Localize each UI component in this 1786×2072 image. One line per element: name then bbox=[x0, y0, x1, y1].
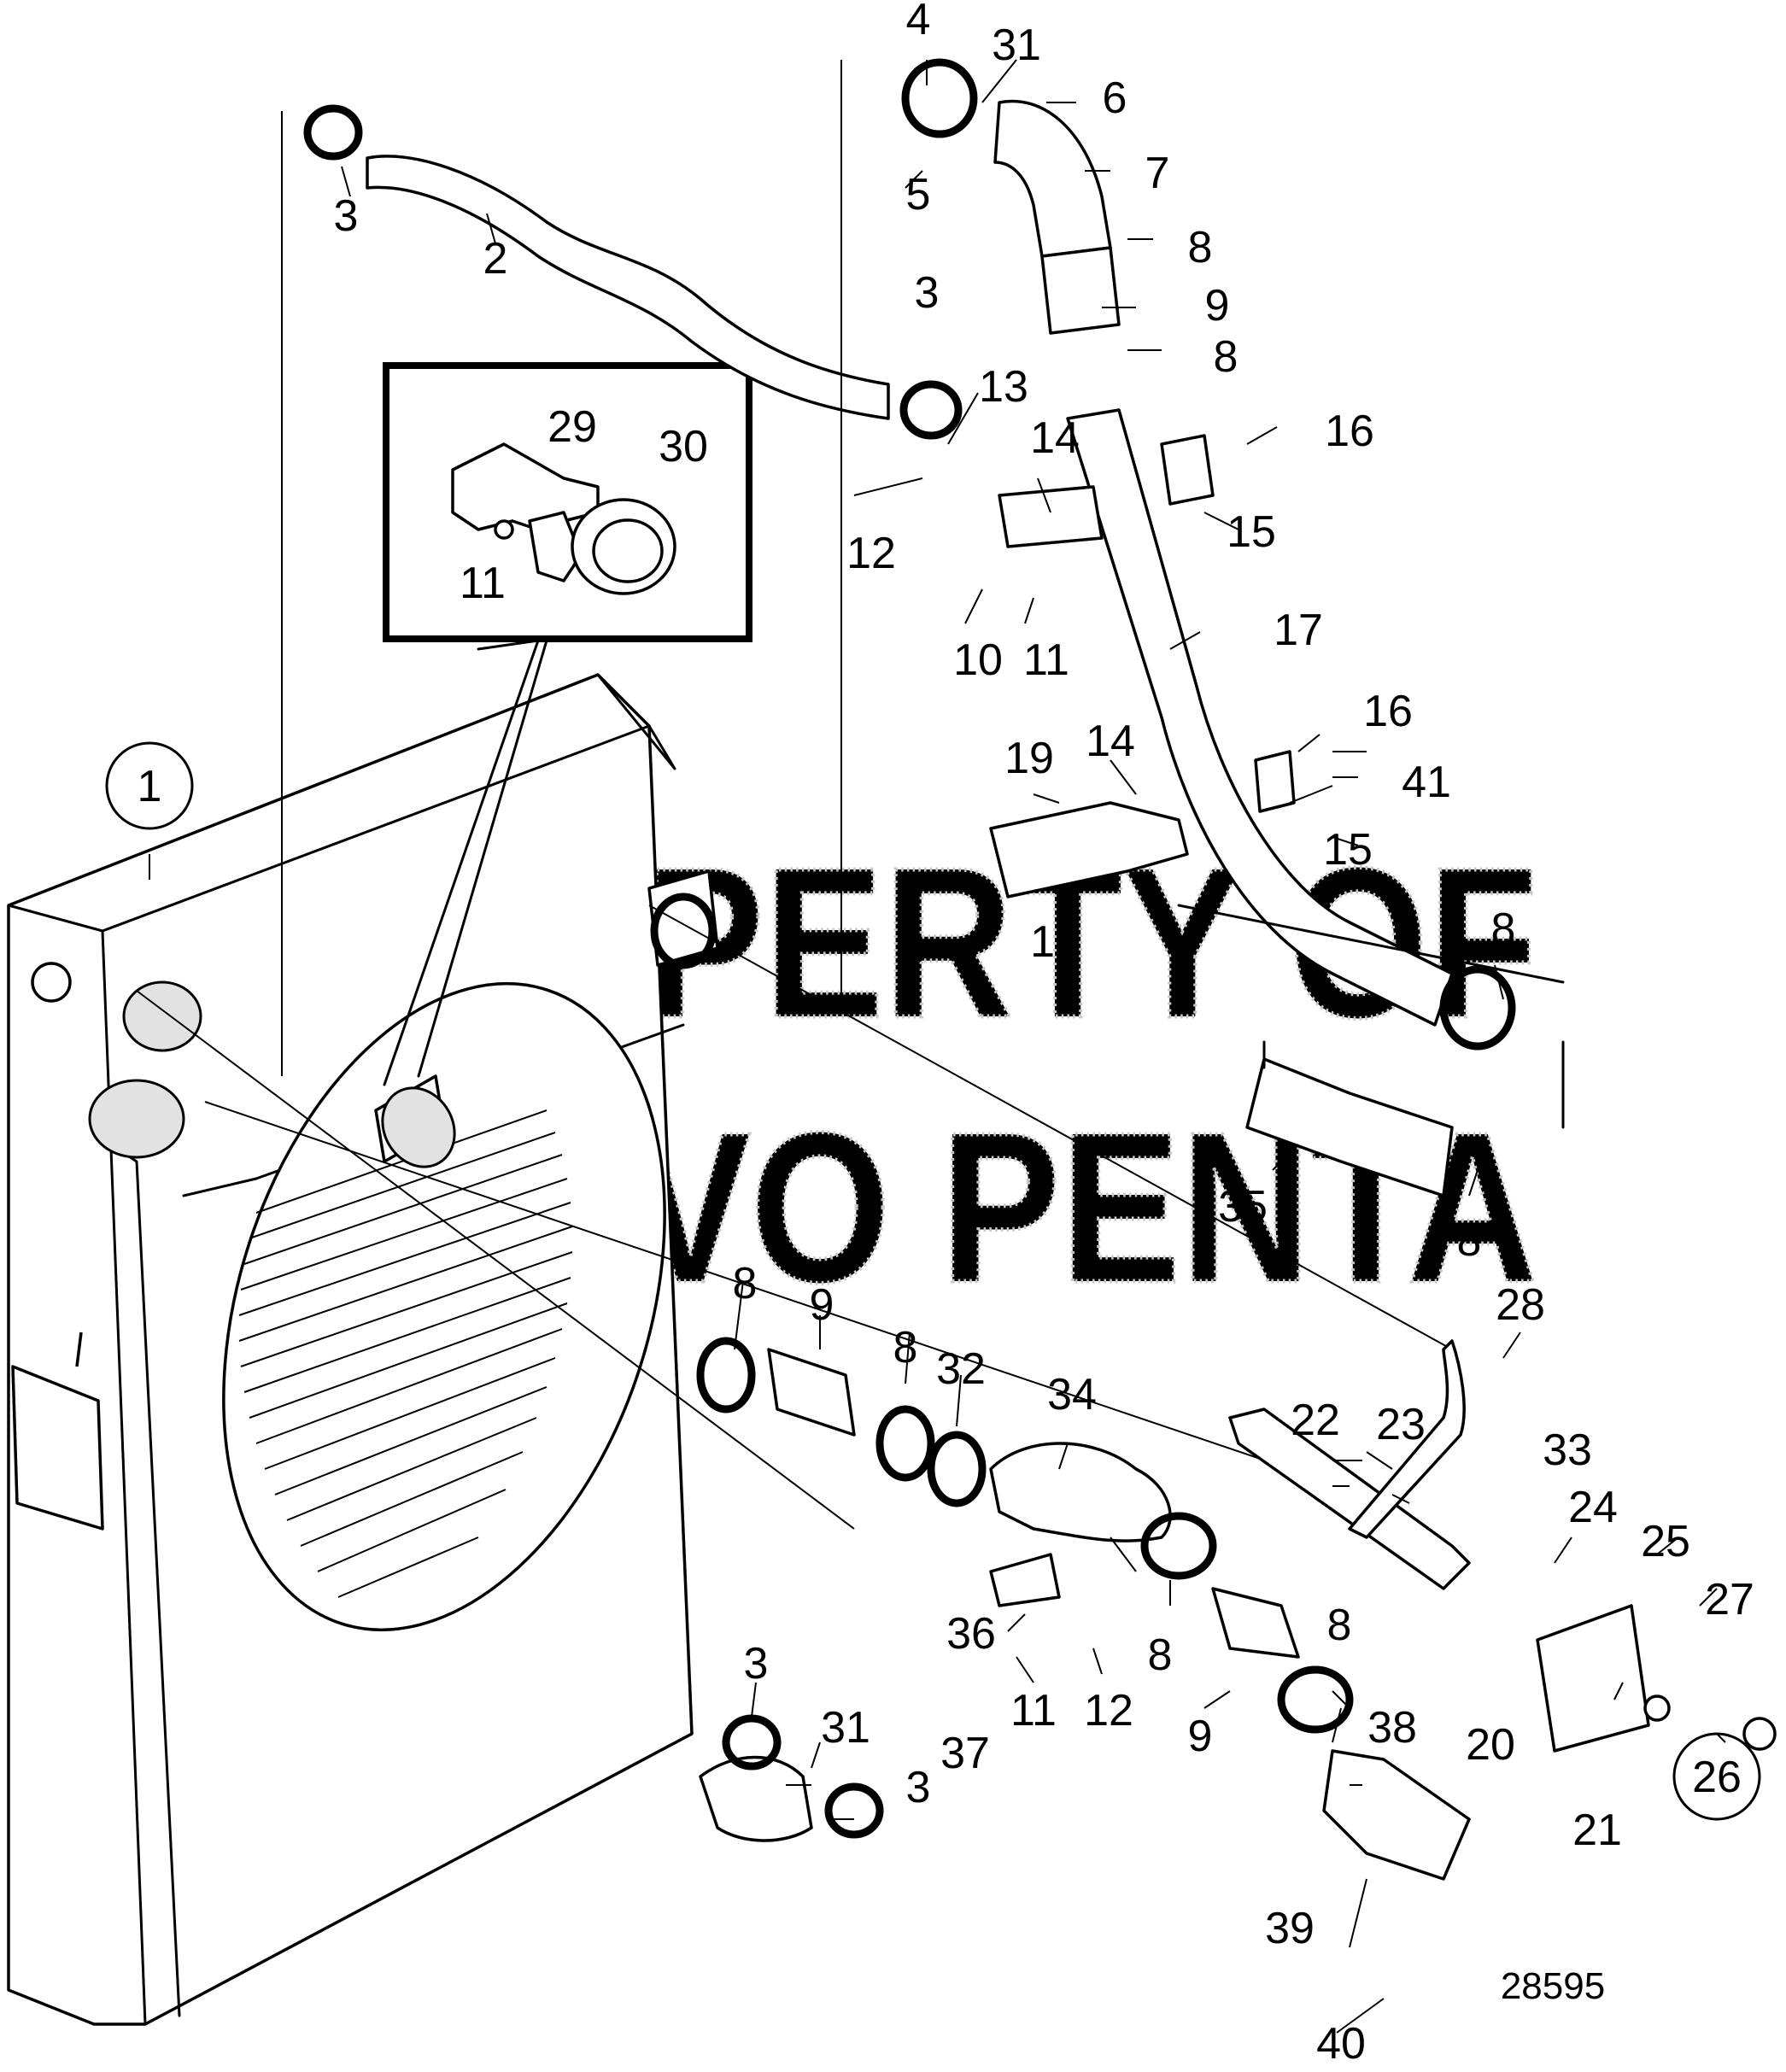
callout-29: 29 bbox=[548, 402, 597, 452]
callout-26: 26 bbox=[1692, 1753, 1742, 1802]
radiator-core-fins bbox=[238, 1109, 573, 1598]
callout-32: 32 bbox=[936, 1344, 986, 1394]
callout-5: 5 bbox=[906, 170, 931, 219]
callout-1: 1 bbox=[138, 762, 162, 811]
callout-20: 20 bbox=[1466, 1720, 1515, 1770]
callout-2: 2 bbox=[483, 234, 508, 284]
callout-6: 6 bbox=[1103, 73, 1127, 123]
callout-36: 36 bbox=[946, 1609, 996, 1659]
callout-39: 39 bbox=[1265, 1904, 1315, 1953]
callout-16-b: 16 bbox=[1363, 687, 1413, 736]
callout-7: 7 bbox=[1145, 149, 1170, 198]
callout-22: 22 bbox=[1291, 1396, 1340, 1445]
callout-15-b: 15 bbox=[1323, 825, 1373, 875]
callout-23: 23 bbox=[1376, 1400, 1426, 1449]
callout-24: 24 bbox=[1568, 1483, 1618, 1532]
callout-16-a: 16 bbox=[1325, 407, 1374, 456]
radiator-assembly bbox=[7, 673, 719, 2026]
callout-8-g: 8 bbox=[1148, 1630, 1173, 1680]
callout-9-c: 9 bbox=[1188, 1712, 1213, 1761]
callout-25: 25 bbox=[1641, 1517, 1690, 1566]
callout-11-b: 11 bbox=[1023, 635, 1069, 685]
callout-circle-1 bbox=[105, 741, 194, 830]
callout-3-top-left: 3 bbox=[334, 191, 359, 241]
callout-8-c: 8 bbox=[1491, 904, 1516, 954]
leader-lines bbox=[149, 59, 1726, 2034]
callout-31-a: 31 bbox=[992, 20, 1041, 70]
callout-3-mid: 3 bbox=[915, 268, 940, 318]
callout-8-h: 8 bbox=[1327, 1601, 1352, 1650]
callout-21: 21 bbox=[1572, 1806, 1622, 1855]
callout-8-f: 8 bbox=[893, 1323, 918, 1373]
callout-8-b: 8 bbox=[1214, 332, 1238, 382]
callout-27: 27 bbox=[1705, 1575, 1754, 1624]
detail-inset bbox=[383, 362, 752, 1086]
callout-4: 4 bbox=[906, 0, 931, 44]
callout-35: 35 bbox=[1218, 1182, 1268, 1232]
callout-12-a: 12 bbox=[846, 529, 896, 578]
callouts: 1 2 3 3 3 3 4 5 6 7 8 8 8 8 8 8 8 8 9 9 … bbox=[138, 0, 1754, 2069]
callout-30: 30 bbox=[659, 422, 708, 471]
callout-8-e: 8 bbox=[733, 1259, 758, 1308]
callout-11-c: 11 bbox=[1010, 1686, 1057, 1735]
callout-38: 38 bbox=[1367, 1703, 1417, 1753]
callout-40: 40 bbox=[1316, 2019, 1366, 2069]
callout-circle-26 bbox=[1672, 1732, 1761, 1821]
callout-15-a: 15 bbox=[1227, 507, 1276, 557]
callout-28: 28 bbox=[1496, 1280, 1545, 1330]
callout-9-a: 9 bbox=[1205, 281, 1230, 331]
callout-18: 18 bbox=[1030, 917, 1080, 967]
callout-33: 33 bbox=[1543, 1425, 1592, 1475]
callout-10: 10 bbox=[953, 635, 1003, 685]
callout-3-lower-right: 3 bbox=[906, 1763, 931, 1812]
callout-19: 19 bbox=[1004, 734, 1054, 783]
callout-14-a: 14 bbox=[1030, 413, 1080, 463]
callout-8-a: 8 bbox=[1188, 223, 1213, 272]
lower-pipework bbox=[136, 904, 1777, 1881]
callout-11-inset: 11 bbox=[460, 559, 506, 608]
drawing-number: 28595 bbox=[1501, 1965, 1605, 2007]
callout-12-b: 12 bbox=[1084, 1686, 1133, 1735]
callout-37: 37 bbox=[940, 1729, 990, 1778]
callout-13: 13 bbox=[979, 362, 1028, 412]
callout-8-d: 8 bbox=[1457, 1216, 1482, 1266]
callout-9-b: 9 bbox=[810, 1280, 834, 1330]
callout-14-b: 14 bbox=[1086, 717, 1135, 766]
callout-41: 41 bbox=[1402, 758, 1451, 807]
callout-17: 17 bbox=[1274, 606, 1323, 655]
callout-31-b: 31 bbox=[821, 1703, 870, 1753]
callout-34: 34 bbox=[1047, 1370, 1097, 1419]
upper-pipework bbox=[281, 58, 1565, 1197]
callout-3-lower-left: 3 bbox=[744, 1639, 769, 1689]
